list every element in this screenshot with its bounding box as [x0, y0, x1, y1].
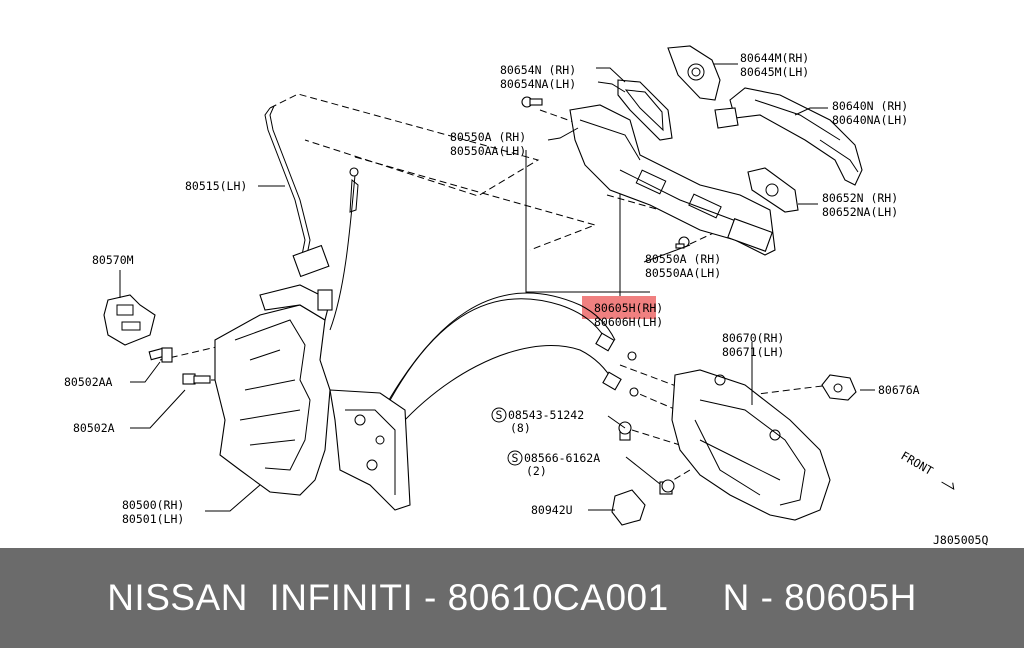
part-number-banner: NISSAN INFINITI - 80610CA001 N - 80605H	[0, 548, 1024, 648]
s-mark-2: S	[512, 451, 519, 465]
label-80671: 80671(LH)	[722, 345, 784, 359]
front-label: FRONT	[899, 448, 936, 477]
front-arrow-icon: FRONT	[899, 448, 955, 490]
label-80570m: 80570M	[92, 253, 134, 267]
label-80652n: 80652N (RH)	[822, 191, 898, 205]
label-80676a: 80676A	[878, 383, 920, 397]
striker-80570m	[103, 294, 156, 346]
gasket-80654n	[617, 79, 673, 141]
label-80502a: 80502A	[73, 421, 115, 435]
rod-80515	[264, 105, 330, 278]
part-number-text: NISSAN INFINITI - 80610CA001 N - 80605H	[107, 577, 917, 618]
s-mark-1: S	[496, 408, 503, 422]
label-80644m: 80644M(RH)	[740, 51, 809, 65]
bracket-line	[525, 150, 650, 293]
label-80550aa-top: 80550AA(LH)	[450, 144, 526, 158]
handle-base-80605h	[569, 104, 776, 256]
label-80501: 80501(LH)	[122, 512, 184, 526]
diagram-code: J805005Q	[933, 533, 988, 547]
screw-08566	[659, 479, 675, 495]
label-80606h: 80606H(LH)	[594, 315, 663, 329]
label-80654na: 80654NA(LH)	[500, 77, 576, 91]
screw-80550a-top	[521, 96, 543, 108]
label-80550aa-bot: 80550AA(LH)	[645, 266, 721, 280]
bolt-80502a	[182, 373, 211, 385]
label-80942u: 80942U	[531, 503, 573, 517]
inside-handle-80670	[671, 369, 831, 521]
s-circle-2: S	[507, 450, 523, 466]
bolt-80502aa	[148, 347, 173, 363]
cable-long	[329, 167, 616, 451]
label-80502aa: 80502AA	[64, 375, 113, 389]
door-lock-actuator	[214, 284, 411, 511]
label-08543-qty: (8)	[510, 421, 531, 435]
grommet-80652n	[747, 167, 799, 213]
outside-handle-80640n	[714, 87, 863, 186]
cap-80942u	[611, 489, 646, 526]
s-circle-1: S	[491, 407, 507, 423]
escutcheon-80644m	[667, 45, 721, 101]
label-80640n: 80640N (RH)	[832, 99, 908, 113]
parts-diagram: S S FRONT 80654N (RH) 80654NA(LH) 80644M…	[64, 45, 988, 547]
part-highlight	[582, 296, 656, 319]
label-08566: 08566-6162A	[524, 451, 600, 465]
clip-80676a	[821, 374, 857, 401]
label-80670: 80670(RH)	[722, 331, 784, 345]
label-80550a-top: 80550A (RH)	[450, 130, 526, 144]
label-80500: 80500(RH)	[122, 498, 184, 512]
label-08543: 08543-51242	[508, 408, 584, 422]
label-80640na: 80640NA(LH)	[832, 113, 908, 127]
label-80605h: 80605H(RH)	[594, 301, 663, 315]
rod-ends	[595, 332, 639, 397]
diagram-canvas: S S FRONT 80654N (RH) 80654NA(LH) 80644M…	[64, 45, 988, 547]
label-80652na: 80652NA(LH)	[822, 205, 898, 219]
label-80654n: 80654N (RH)	[500, 63, 576, 77]
label-80515: 80515(LH)	[185, 179, 247, 193]
leader-lines	[119, 63, 875, 512]
label-80645m: 80645M(LH)	[740, 65, 809, 79]
label-08566-qty: (2)	[526, 464, 547, 478]
label-80550a-bot: 80550A (RH)	[645, 252, 721, 266]
